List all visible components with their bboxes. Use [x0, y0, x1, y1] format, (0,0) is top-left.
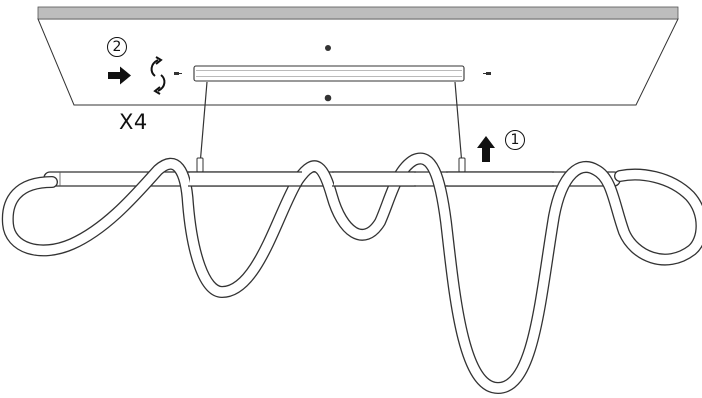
- arrow-up-icon: [477, 136, 495, 162]
- led-tube: [1, 152, 702, 394]
- lamp-bar-front: [188, 171, 554, 187]
- arrow-right-icon: [108, 66, 131, 85]
- ceiling-panel: [37, 6, 679, 106]
- screw-right: [483, 72, 491, 75]
- rotate-icon: [150, 56, 166, 95]
- ceiling-edge: [37, 6, 679, 20]
- screw-holes: [174, 45, 491, 102]
- mounting-canopy: [193, 65, 465, 82]
- step-1-marker: 1: [505, 130, 525, 150]
- step-2-marker: 2: [107, 37, 127, 57]
- screw-quantity-label: X4: [119, 110, 148, 134]
- screw-left: [174, 72, 182, 75]
